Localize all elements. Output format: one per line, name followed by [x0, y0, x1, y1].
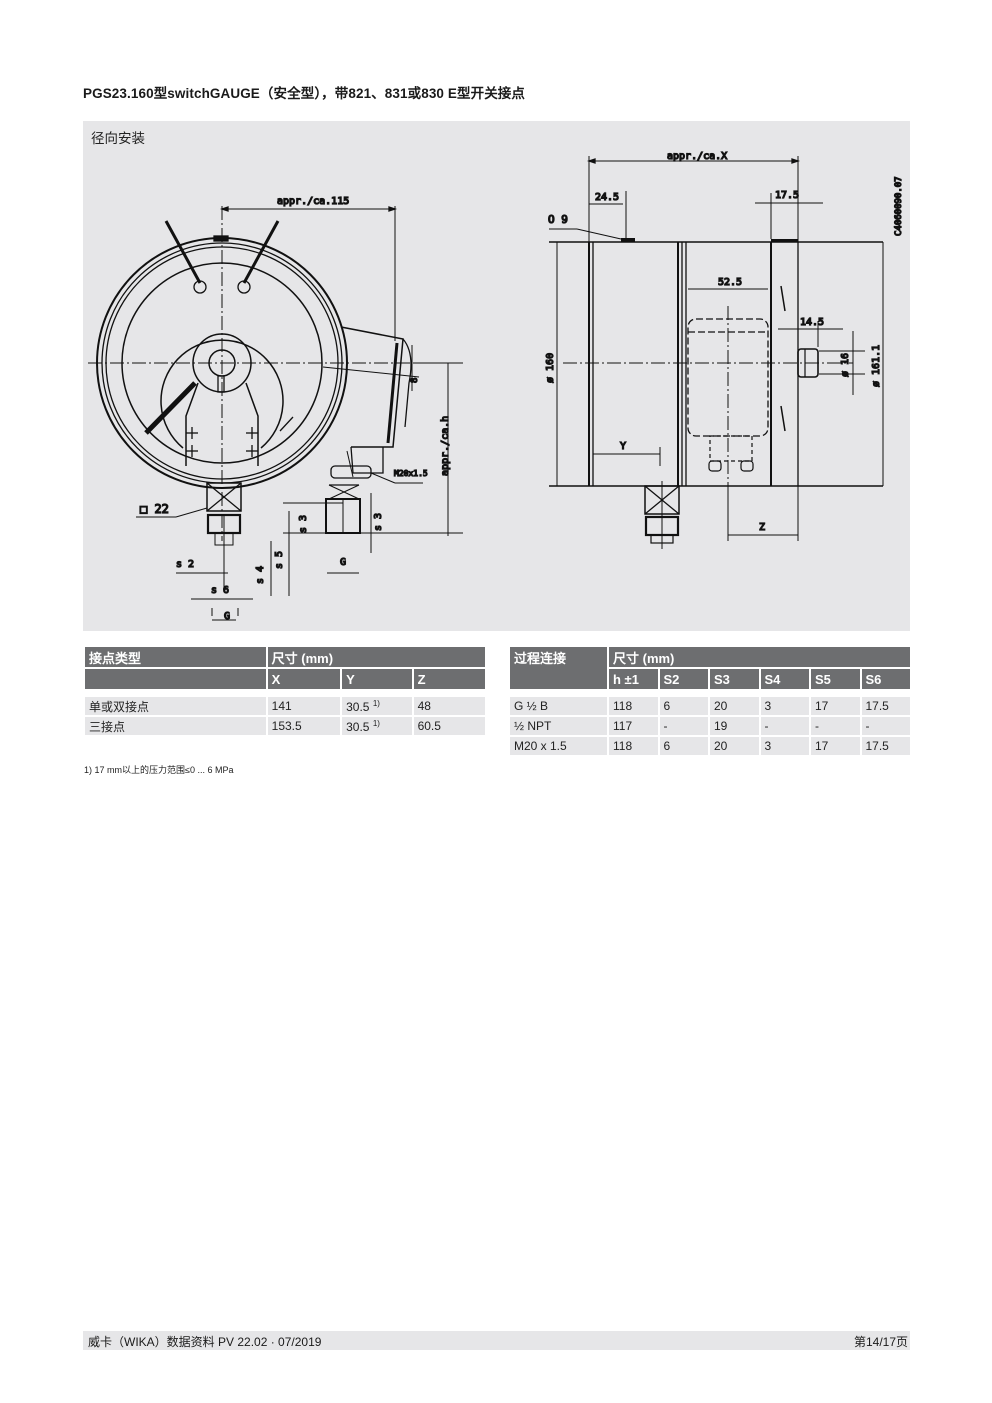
footnote: 1) 17 mm以上的压力范围≤0 ... 6 MPa — [84, 765, 234, 775]
svg-text:8: 8 — [410, 378, 420, 383]
header-s3: S3 — [710, 669, 759, 689]
dimension-drawing-panel: 径向安装 — [83, 121, 910, 631]
header-z: Z — [413, 669, 485, 689]
svg-text:□ 22: □ 22 — [140, 502, 169, 516]
svg-text:Z: Z — [759, 522, 765, 533]
svg-text:M20x1.5: M20x1.5 — [394, 469, 428, 478]
svg-text:s 3: s 3 — [298, 515, 309, 533]
table-row: ½ NPT 117 - 19 - - - — [510, 717, 910, 735]
svg-text:14.5: 14.5 — [800, 317, 824, 328]
header-y: Y — [342, 669, 412, 689]
svg-text:s 3: s 3 — [373, 513, 384, 531]
header-s2: S2 — [659, 669, 708, 689]
header-h: h ±1 — [609, 669, 658, 689]
header-empty — [85, 669, 266, 689]
svg-text:17.5: 17.5 — [775, 190, 799, 201]
svg-text:O 9: O 9 — [548, 213, 568, 226]
contact-type-dimensions-table: 接点类型 尺寸 (mm) X Y Z 单或双接点 141 30.5 1) 48 … — [83, 645, 487, 737]
svg-text:s 4: s 4 — [255, 566, 266, 584]
header-x: X — [267, 669, 341, 689]
side-view: O 9 appr./ca.X 24.5 — [544, 150, 905, 549]
front-view: M20x1.5 appr./ca.115 8 appr./ca.h □ 22 — [88, 195, 463, 623]
svg-text:ø 161.1: ø 161.1 — [871, 345, 882, 387]
table-row: G ½ B 118 6 20 3 17 17.5 — [510, 697, 910, 715]
svg-text:appr./ca.h: appr./ca.h — [440, 416, 451, 476]
svg-text:appr./ca.X: appr./ca.X — [667, 151, 727, 162]
svg-text:s 6: s 6 — [211, 585, 229, 596]
technical-drawing: M20x1.5 appr./ca.115 8 appr./ca.h □ 22 — [88, 150, 905, 623]
svg-text:24.5: 24.5 — [595, 192, 619, 203]
header-dimensions: 尺寸 (mm) — [267, 647, 485, 667]
header-contact-type: 接点类型 — [85, 647, 266, 667]
svg-text:appr./ca.115: appr./ca.115 — [277, 196, 349, 207]
header-process-connection: 过程连接 — [510, 647, 607, 689]
panel-label: 径向安装 — [91, 131, 145, 146]
header-s5: S5 — [811, 669, 860, 689]
svg-text:Y: Y — [620, 441, 626, 452]
page-footer: 威卡（WIKA）数据资料 PV 22.02 · 07/2019 第14/17页 — [83, 1331, 910, 1350]
svg-text:s 5: s 5 — [274, 551, 285, 569]
footer-document-info: 威卡（WIKA）数据资料 PV 22.02 · 07/2019 — [88, 1335, 322, 1349]
header-dimensions: 尺寸 (mm) — [609, 647, 910, 667]
svg-text:G: G — [224, 611, 230, 622]
svg-text:s 2: s 2 — [176, 559, 194, 570]
table-row: 单或双接点 141 30.5 1) 48 — [85, 697, 485, 715]
svg-text:G: G — [340, 557, 346, 568]
header-s4: S4 — [760, 669, 809, 689]
svg-text:ø 16: ø 16 — [840, 353, 851, 377]
table-row: 三接点 153.5 30.5 1) 60.5 — [85, 717, 485, 735]
process-connection-dimensions-table: 过程连接 尺寸 (mm) h ±1 S2 S3 S4 S5 S6 G ½ B 1… — [508, 645, 912, 757]
page-title: PGS23.160型switchGAUGE（安全型），带821、831或830 … — [83, 86, 525, 101]
table-row: M20 x 1.5 118 6 20 3 17 17.5 — [510, 737, 910, 755]
svg-text:C4060090.07: C4060090.07 — [894, 176, 904, 236]
svg-text:52.5: 52.5 — [718, 277, 742, 288]
header-s6: S6 — [861, 669, 910, 689]
footer-page-number: 第14/17页 — [853, 1335, 908, 1349]
svg-text:ø 160: ø 160 — [545, 353, 556, 383]
